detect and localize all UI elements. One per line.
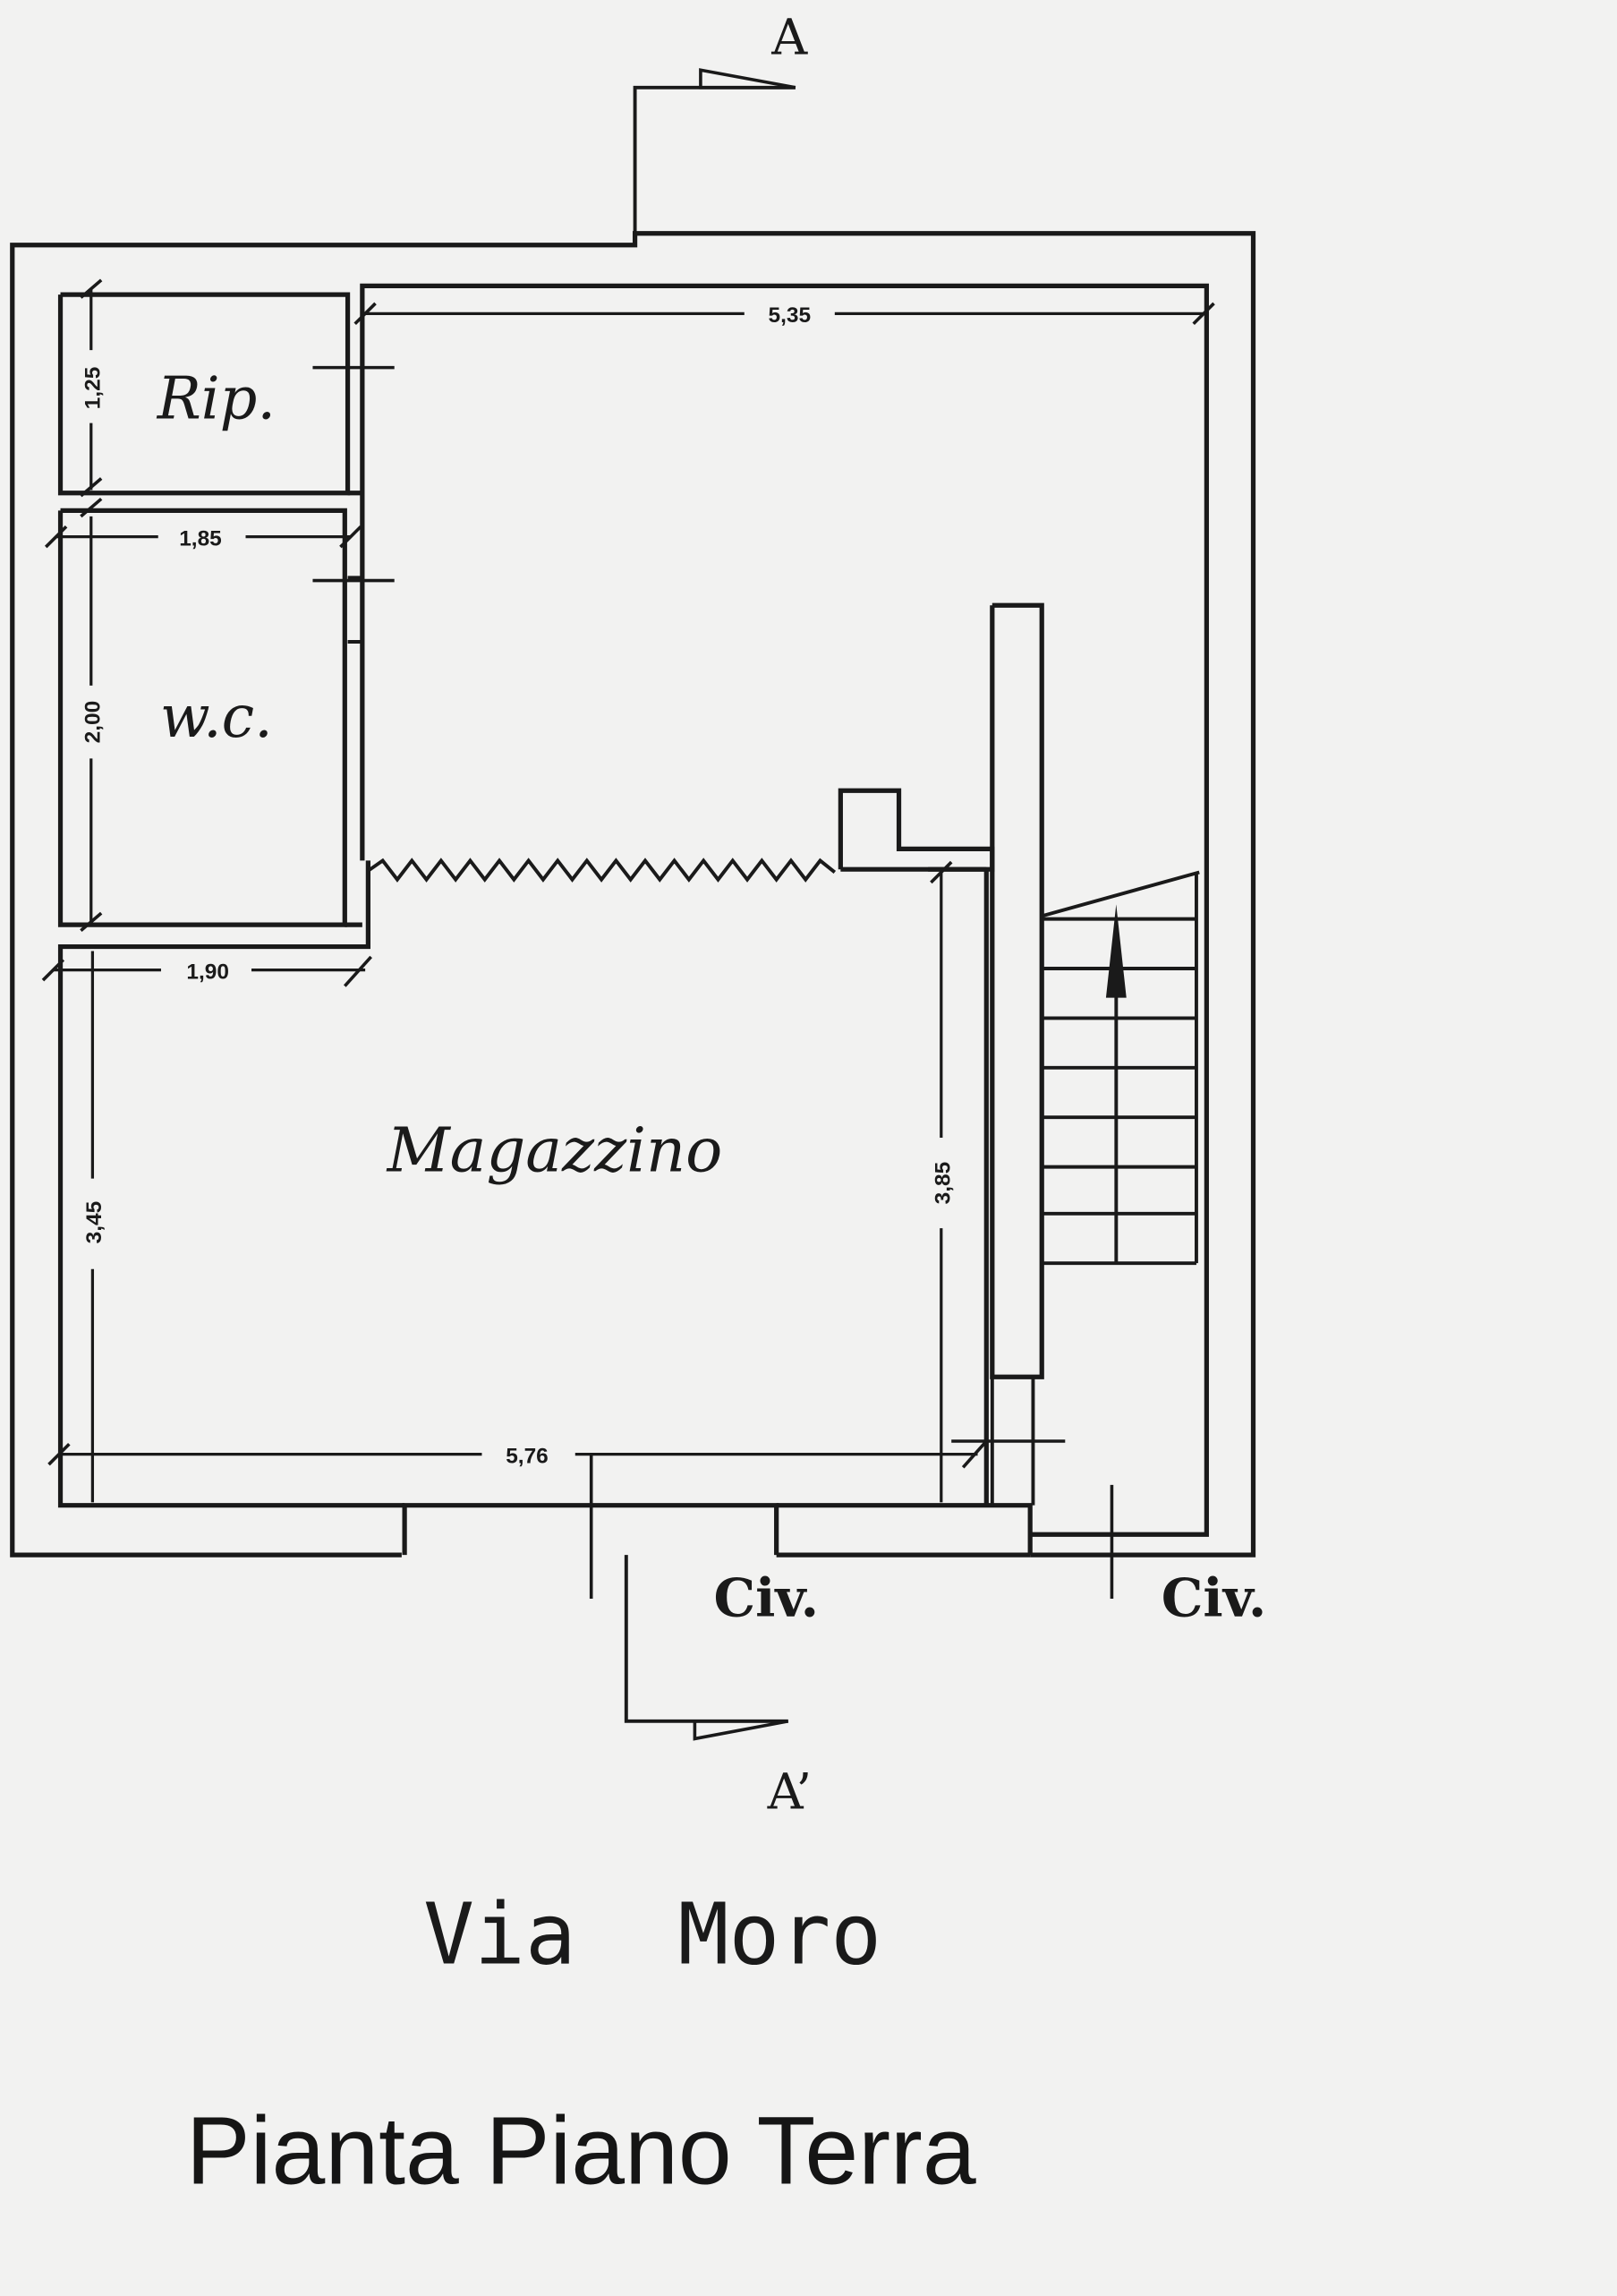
staircase bbox=[1041, 870, 1200, 1266]
entrance-label-right: Civ. bbox=[1162, 1567, 1267, 1629]
section-label-a-prime: A’ bbox=[767, 1764, 812, 1822]
room-label-wc: w.c. bbox=[160, 683, 273, 751]
room-label-ripostiglio: Rip. bbox=[157, 365, 276, 433]
entrance-label-left: Civ. bbox=[713, 1567, 819, 1629]
dim-top-width: 5,35 bbox=[769, 303, 812, 328]
dimension-lines bbox=[41, 278, 1215, 1599]
partition-walls bbox=[57, 292, 364, 927]
outer-walls bbox=[10, 231, 1256, 1558]
section-label-a: A bbox=[770, 9, 808, 66]
dim-magazzino-right-height: 3,85 bbox=[932, 1162, 956, 1205]
page-title: Pianta Piano Terra bbox=[186, 2096, 976, 2204]
section-marker-a: A bbox=[633, 9, 808, 234]
stair-core-walls bbox=[838, 602, 1044, 1506]
room-label-magazzino: Magazzino bbox=[386, 1115, 723, 1187]
dim-wc-width: 1,85 bbox=[179, 526, 222, 551]
section-marker-a-prime: A’ bbox=[624, 1555, 812, 1822]
dim-wc-height: 2,00 bbox=[81, 701, 106, 744]
dim-rip-height: 1,25 bbox=[81, 367, 106, 410]
stair-direction-arrow bbox=[1105, 904, 1127, 998]
street-name: Via Moro bbox=[423, 1885, 881, 1984]
break-line bbox=[367, 858, 837, 883]
dim-magazzino-left-width: 1,90 bbox=[186, 960, 229, 984]
dim-magazzino-left-height: 3,45 bbox=[82, 1201, 106, 1244]
dim-bottom-width: 5,76 bbox=[506, 1444, 549, 1468]
